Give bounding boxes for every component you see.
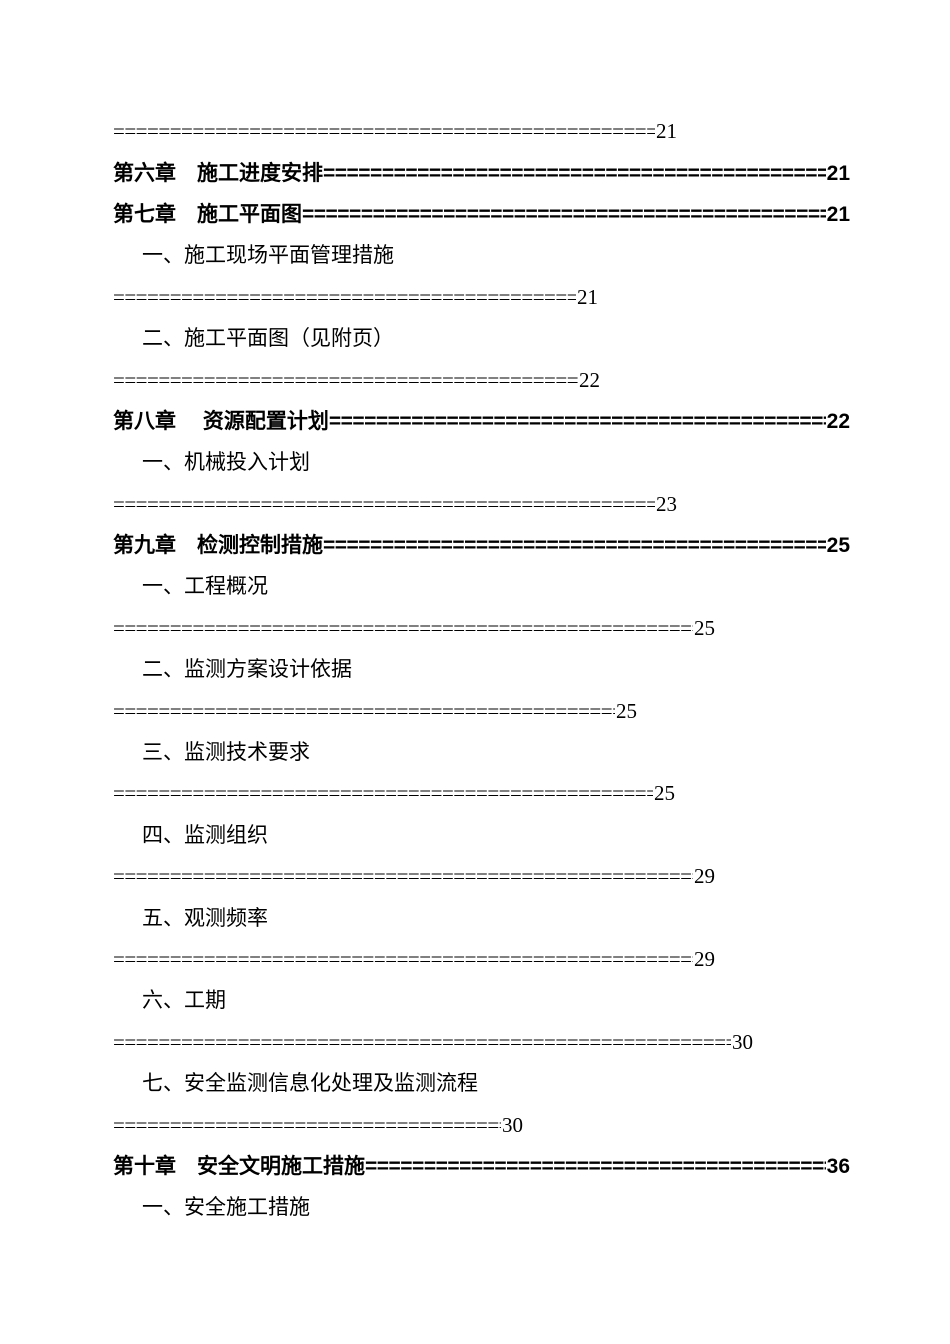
toc-entry-label: 二、施工平面图（见附页） (142, 326, 394, 351)
toc-entry-sub: 一、施工现场平面管理措施 (113, 235, 950, 276)
toc-entry-label: 五、观测频率 (142, 905, 268, 930)
toc-leader-line: ========================================… (113, 484, 677, 525)
toc-entries: ========================================… (113, 111, 950, 1229)
page-number: 22 (579, 367, 600, 392)
toc-leader-line: ========================================… (113, 608, 715, 649)
page-number: 25 (694, 615, 715, 640)
toc-entry-sub: 六、工期 (113, 980, 950, 1021)
page-number: 30 (502, 1112, 523, 1137)
toc-leader-line: ========================================… (113, 277, 598, 318)
dot-leader: ========================================… (113, 617, 693, 639)
toc-leader-line: ========================================… (113, 1022, 753, 1063)
toc-entry-label: 第十章 安全文明施工措施 (113, 1154, 365, 1178)
page-number: 25 (654, 781, 675, 806)
page-number: 29 (694, 864, 715, 889)
dot-leader: ========================================… (113, 949, 693, 970)
toc-entry-sub: 一、工程概况 (113, 566, 950, 607)
dot-leader: ========================================… (328, 410, 826, 432)
dot-leader: ========================================… (113, 700, 615, 722)
toc-leader-line: ========================================… (113, 359, 600, 400)
page-number: 25 (826, 534, 850, 558)
toc-entry-chapter: 第十章 安全文明施工措施 ===========================… (113, 1146, 850, 1187)
dot-leader: ========================================… (365, 1155, 826, 1177)
dot-leader: ========================================… (323, 535, 826, 557)
toc-entry-chapter: 第六章 施工进度安排 =============================… (113, 152, 850, 193)
dot-leader: ========================================… (113, 1031, 731, 1053)
toc-entry-sub: 七、安全监测信息化处理及监测流程 (113, 1063, 950, 1104)
toc-entry-label: 六、工期 (142, 988, 226, 1013)
toc-leader-line: ========================================… (113, 773, 675, 814)
toc-entry-label: 一、工程概况 (142, 574, 268, 599)
toc-entry-chapter: 第七章 施工平面图 ==============================… (113, 194, 850, 235)
toc-entry-chapter: 第八章 资源配置计划 =============================… (113, 401, 850, 442)
page-number: 21 (656, 119, 677, 144)
page-number: 21 (826, 202, 850, 226)
toc-leader-line: ========================================… (113, 856, 715, 897)
toc-entry-label: 二、监测方案设计依据 (142, 657, 352, 682)
page-number: 21 (826, 161, 850, 185)
toc-entry-label: 七、安全监测信息化处理及监测流程 (142, 1071, 478, 1096)
dot-leader: ========================================… (113, 286, 576, 308)
toc-entry-sub: 一、机械投入计划 (113, 442, 950, 483)
dot-leader: ========================================… (113, 493, 655, 515)
dot-leader: ========================================… (113, 1114, 501, 1136)
page-number: 22 (826, 409, 850, 433)
toc-leader-line: ========================================… (113, 690, 637, 731)
dot-leader: ========================================… (113, 121, 655, 143)
toc-entry-chapter: 第九章 检测控制措施 =============================… (113, 525, 850, 566)
dot-leader: ========================================… (113, 369, 578, 391)
toc-entry-label: 一、安全施工措施 (142, 1195, 310, 1220)
dot-leader: ========================================… (113, 866, 693, 888)
toc-entry-sub: 二、监测方案设计依据 (113, 649, 950, 690)
page-number: 23 (656, 491, 677, 516)
toc-entry-label: 第六章 施工进度安排 (113, 161, 323, 185)
page-number: 30 (732, 1029, 753, 1054)
toc-leader-line: ========================================… (113, 111, 677, 152)
dot-leader: ========================================… (302, 203, 826, 225)
toc-entry-sub: 四、监测组织 (113, 815, 950, 856)
toc-entry-label: 三、监测技术要求 (142, 740, 310, 765)
toc-entry-sub: 五、观测频率 (113, 897, 950, 938)
page-number: 21 (577, 284, 598, 309)
toc-entry-label: 一、施工现场平面管理措施 (142, 243, 394, 268)
page-number: 36 (826, 1154, 850, 1178)
toc-entry-label: 第七章 施工平面图 (113, 202, 302, 226)
page-number: 29 (694, 947, 715, 971)
toc-leader-line: ========================================… (113, 1104, 523, 1145)
toc-entry-sub: 二、施工平面图（见附页） (113, 318, 950, 359)
toc-entry-label: 第九章 检测控制措施 (113, 534, 323, 558)
toc-entry-label: 四、监测组织 (142, 822, 268, 847)
dot-leader: ========================================… (113, 783, 653, 805)
toc-entry-sub: 一、安全施工措施 (113, 1187, 950, 1228)
toc-entry-sub: 三、监测技术要求 (113, 732, 950, 773)
toc-leader-line: ========================================… (113, 939, 715, 980)
dot-leader: ========================================… (323, 162, 826, 184)
page-number: 25 (616, 698, 637, 723)
toc-entry-label: 一、机械投入计划 (142, 450, 310, 475)
toc-entry-label: 第八章 资源配置计划 (113, 409, 329, 433)
